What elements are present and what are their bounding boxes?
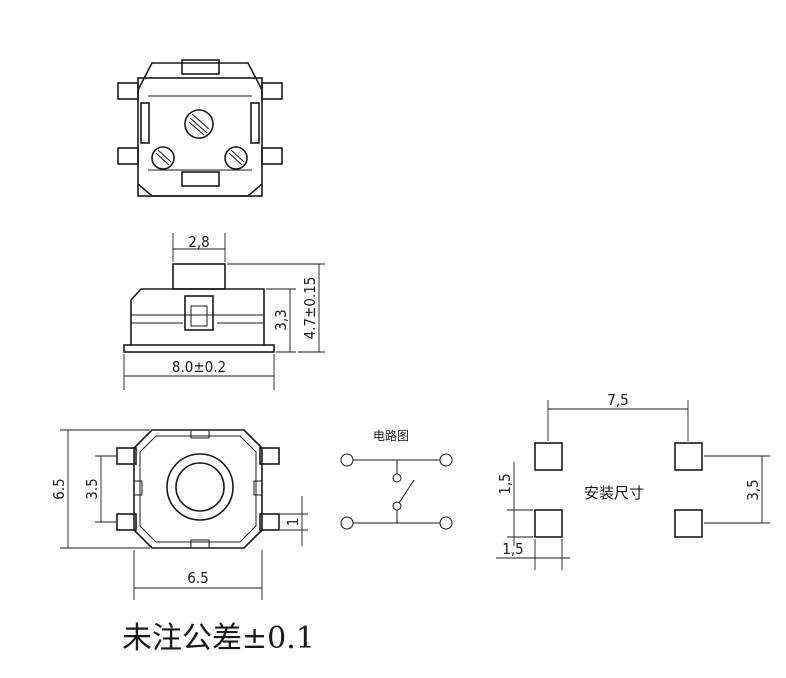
tolerance-note: 未注公差±0.1 [122,621,315,656]
top-view-cap-bottom [137,183,263,197]
bottom-view-terminal [259,513,280,531]
top-view-cap-top [137,62,263,91]
footprint-pad [674,509,703,538]
side-view-actuator [184,295,214,331]
mounting-footprint: 安装尺寸 7,5 3,5 1,5 1,5 [496,391,770,570]
top-view-terminal [117,82,139,100]
dim-body-length: 8.0±0.2 [172,358,226,376]
dim-terminal-pitch: 3.5 [83,478,101,499]
mounting-title: 安装尺寸 [584,484,644,502]
top-view-screw [184,109,214,139]
top-view-right-slot [250,102,260,144]
footprint-pad [674,442,703,471]
side-view-plunger [172,263,226,290]
dim-pad-pitch-y: 3,5 [744,479,762,500]
circuit-terminal [340,516,354,530]
dim-terminal-width: 1 [284,518,302,527]
top-view-top-tab [181,59,220,75]
bottom-view-plunger-outer [166,453,234,521]
dim-pad-width: 1,5 [502,540,523,558]
dim-pad-pitch-x: 7,5 [607,391,628,409]
top-view-terminal [261,82,283,100]
dim-total-height: 4.7±0.15 [301,277,319,340]
bottom-view-plunger-inner [175,462,225,512]
top-view-terminal [117,147,139,165]
dim-outline-height: 6.5 [50,478,68,499]
bottom-view-terminal [116,513,137,531]
bottom-view-terminal [116,447,137,465]
circuit-switch-lever [398,479,415,504]
top-view-bottom-tab [181,171,220,187]
circuit-terminal [439,453,453,467]
circuit-contact [392,501,402,511]
top-view-screw [151,146,175,170]
bottom-view-terminal [259,447,280,465]
side-view-housing [130,288,265,345]
bottom-view: 6.5 3.5 1 6.5 [50,429,308,600]
dim-outline-width: 6.5 [187,569,208,587]
top-view-screw [224,146,248,170]
side-view: 2,8 8.0±0.2 3,3 4.7±0.15 [123,233,325,390]
side-view-base [123,344,275,353]
circuit-title: 电路图 [373,428,409,443]
footprint-pad [534,509,563,538]
circuit-terminal [340,453,354,467]
circuit-terminal [439,516,453,530]
top-view [117,59,283,197]
dim-body-height: 3,3 [272,309,290,330]
bottom-view-outline [133,429,263,549]
top-view-terminal [261,147,283,165]
top-view-left-slot [140,102,150,144]
circuit-diagram: 电路图 [340,428,453,530]
dim-top-button-width: 2,8 [188,233,209,251]
circuit-contact [392,473,402,483]
footprint-pad [534,442,563,471]
dim-pad-height: 1,5 [496,473,514,494]
